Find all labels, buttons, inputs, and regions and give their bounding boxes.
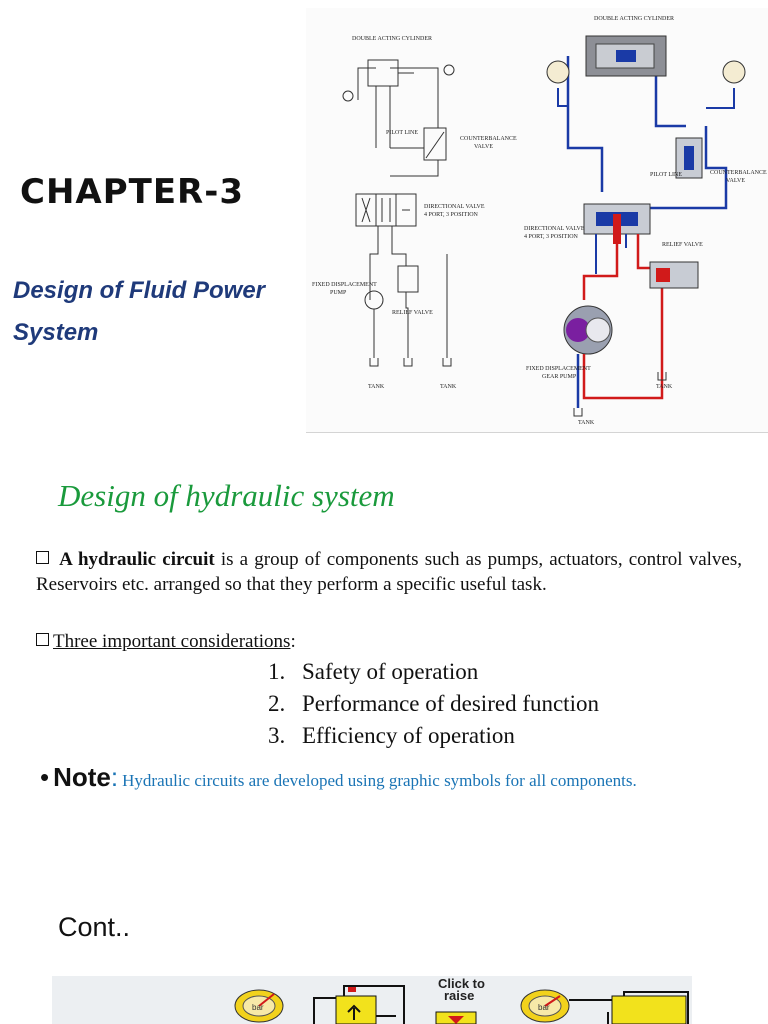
schematic-circuit	[342, 59, 455, 367]
section-heading: Design of hydraulic system	[58, 478, 395, 513]
pictorial-counterbalance-spool	[684, 146, 694, 170]
pictorial-counterbalance-label-1: COUNTERBALANCE	[710, 170, 767, 176]
animated-circuit-diagram: bar Click to raise bar	[52, 976, 692, 1024]
pictorial-relief-chamber	[656, 268, 670, 282]
pictorial-pump-label-1: FIXED DISPLACEMENT	[526, 366, 591, 372]
pictorial-gauge-right	[722, 60, 746, 84]
pictorial-pump-gear-2	[585, 317, 611, 343]
schematic-counterbalance-label-1: COUNTERBALANCE	[460, 136, 517, 142]
schematic-pump-label-1: FIXED DISPLACEMENT	[312, 282, 377, 288]
pictorial-tank-label-1: TANK	[656, 384, 673, 390]
note-line: • Note: Hydraulic circuits are developed…	[40, 762, 637, 793]
continued-label: Cont..	[58, 912, 131, 942]
schematic-relief-valve	[397, 265, 419, 293]
schematic-valve-block-3	[395, 193, 417, 227]
gauge-left-label: bar	[252, 1003, 264, 1012]
gauge-right: bar	[520, 989, 570, 1023]
pictorial-cylinder-label: DOUBLE ACTING CYLINDER	[594, 16, 674, 22]
term-bold: A hydraulic circuit	[59, 549, 215, 570]
pictorial-pilot-line-label: PILOT LINE	[650, 172, 682, 178]
chapter-subtitle: Design of Fluid Power System	[13, 277, 266, 346]
considerations-line: Three important considerations:	[36, 631, 296, 653]
list-item: 2. Performance of desired function	[268, 688, 599, 720]
checkbox-bullet-icon	[36, 551, 49, 564]
schematic-dir-valve-label-2: 4 PORT, 3 POSITION	[424, 212, 479, 218]
list-text: Performance of desired function	[302, 691, 599, 716]
gauge-left: bar	[234, 989, 284, 1023]
list-item: 1. Safety of operation	[268, 656, 599, 688]
list-text: Safety of operation	[302, 659, 479, 684]
schematic-gauge-right	[443, 64, 455, 76]
definition-text: is a group of components such as pumps, …	[36, 549, 742, 595]
cylinder-marker	[348, 987, 356, 992]
schematic-valve-block-2	[375, 193, 397, 227]
gauge-right-label: bar	[538, 1003, 550, 1012]
pictorial-tank-label-2: TANK	[578, 420, 595, 426]
note-label: Note	[53, 762, 111, 792]
list-text: Efficiency of operation	[302, 723, 515, 748]
list-number: 3.	[268, 723, 286, 748]
schematic-gauge-left	[342, 90, 354, 102]
pictorial-pump-label-2: GEAR PUMP	[542, 374, 577, 380]
pictorial-circuit	[546, 35, 746, 417]
chapter-title: CHAPTER-3	[20, 172, 245, 212]
considerations-list: 1. Safety of operation 2. Performance of d…	[268, 656, 599, 752]
pictorial-piston	[616, 50, 636, 62]
pictorial-relief-label: RELIEF VALVE	[662, 242, 703, 248]
pictorial-counterbalance-label-2: VALVE	[726, 178, 745, 184]
schematic-pump-label-2: PUMP	[330, 290, 347, 296]
schematic-dir-valve-label-1: DIRECTIONAL VALVE	[424, 204, 485, 210]
pictorial-labels: DOUBLE ACTING CYLINDER PILOT LINE COUNTE…	[524, 16, 767, 426]
click-to-raise-line2: raise	[444, 988, 474, 1003]
schematic-labels: DOUBLE ACTING CYLINDER PILOT LINE COUNTE…	[312, 36, 517, 390]
click-to-raise-line1: Click to	[438, 976, 485, 991]
pictorial-directional-pressure-port	[613, 214, 621, 244]
animated-circuit-figure: bar Click to raise bar	[234, 976, 689, 1024]
schematic-pump	[364, 290, 384, 310]
pictorial-gauge-left	[546, 60, 570, 84]
note-period: .	[632, 771, 637, 790]
schematic-counterbalance-valve	[423, 127, 447, 161]
list-number: 2.	[268, 691, 286, 716]
hydraulic-circuit-diagram: DOUBLE ACTING CYLINDER PILOT LINE COUNTE…	[306, 8, 768, 433]
pictorial-dir-valve-label-2: 4 PORT, 3 POSITION	[524, 234, 579, 240]
cylinder-body	[335, 995, 377, 1024]
schematic-tank-label-1: TANK	[368, 384, 385, 390]
list-number: 1.	[268, 659, 286, 684]
schematic-cylinder	[367, 59, 399, 87]
schematic-pilot-line-label: PILOT LINE	[386, 130, 418, 136]
pictorial-pump-gear-1	[566, 318, 590, 342]
considerations-colon: :	[290, 631, 296, 652]
considerations-label: Three important considerations	[53, 631, 291, 652]
schematic-counterbalance-label-2: VALVE	[474, 144, 493, 150]
down-triangle-icon	[448, 1016, 464, 1024]
checkbox-bullet-icon	[36, 633, 49, 646]
note-colon: :	[110, 762, 119, 792]
bullet-icon: •	[40, 762, 50, 792]
pictorial-dir-valve-label-1: DIRECTIONAL VALVE	[524, 226, 585, 232]
circuit-figure: DOUBLE ACTING CYLINDER PILOT LINE COUNTE…	[312, 16, 767, 426]
arrow-up-icon	[347, 1004, 361, 1020]
note-text: Hydraulic circuits are developed using g…	[122, 771, 633, 790]
pipe-right	[569, 991, 689, 1024]
schematic-cylinder-label: DOUBLE ACTING CYLINDER	[352, 36, 432, 42]
list-item: 3. Efficiency of operation	[268, 720, 599, 752]
tank-right	[611, 995, 687, 1024]
schematic-relief-label: RELIEF VALVE	[392, 310, 433, 316]
definition-paragraph: A hydraulic circuit is a group of compon…	[36, 547, 742, 597]
schematic-tank-label-2: TANK	[440, 384, 457, 390]
